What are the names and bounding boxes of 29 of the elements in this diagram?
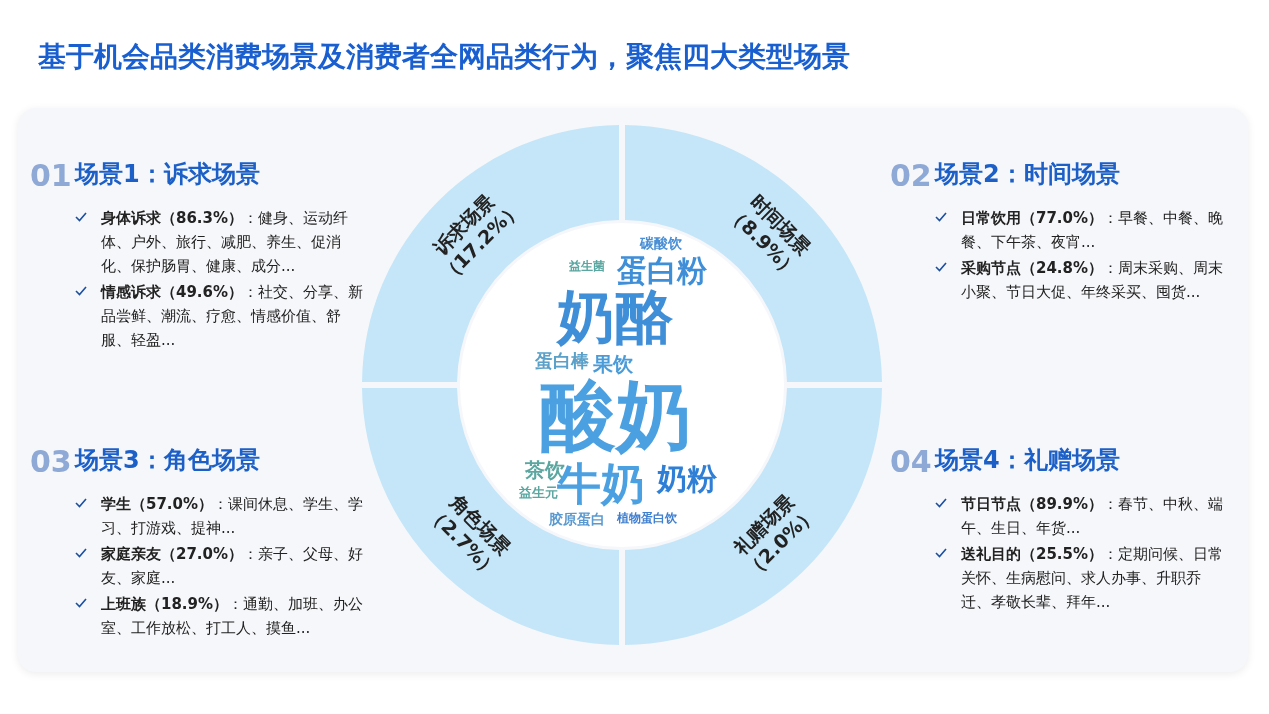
word-cloud-word: 奶酪 (557, 288, 673, 346)
word-cloud-word: 果饮 (593, 354, 633, 374)
bullet-text: 节日节点（89.9%）：春节、中秋、端午、生日、年货... (961, 494, 1225, 539)
bullet-text: 家庭亲友（27.0%）：亲子、父母、好友、家庭... (101, 544, 365, 589)
word-cloud-word: 胶原蛋白 (549, 512, 605, 526)
panel-heading: 场景1：诉求场景 (75, 159, 261, 190)
word-cloud-word: 碳酸饮 (640, 236, 682, 250)
panel-heading: 场景4：礼赠场景 (935, 445, 1121, 476)
bullet-text: 送礼目的（25.5%）：定期问候、日常关怀、生病慰问、求人办事、升职乔迁、孝敬长辈、拜年... (961, 544, 1225, 613)
word-cloud-word: 植物蛋白饮 (617, 512, 677, 524)
background-number: 02 (890, 161, 932, 191)
bullet-text: 身体诉求（86.3%）：健身、运动纤体、户外、旅行、减肥、养生、促消化、保护肠胃、健康、成分... (101, 208, 350, 277)
background-number: 04 (890, 447, 932, 477)
bullet-text: 上班族（18.9%）：通勤、加班、办公室、工作放松、打工人、摸鱼... (101, 594, 365, 639)
word-cloud-word: 奶粉 (657, 464, 717, 494)
word-cloud-word: 蛋白粉 (617, 256, 707, 286)
word-cloud-word: 益生元 (519, 486, 558, 499)
panel-heading: 场景2：时间场景 (935, 159, 1121, 190)
panel-heading: 场景3：角色场景 (75, 445, 261, 476)
word-cloud-word: 蛋白棒 (535, 352, 589, 370)
page-title: 基于机会品类消费场景及消费者全网品类行为，聚焦四大类型场景 (38, 39, 850, 75)
background-number: 01 (30, 161, 72, 191)
bullet-text: 采购节点（24.8%）：周末采购、周末小聚、节日大促、年终采买、囤货... (961, 258, 1225, 303)
word-cloud-word: 益生菌 (569, 260, 605, 272)
bullet-text: 情感诉求（49.6%）：社交、分享、新品尝鲜、潮流、疗愈、情感价值、舒服、轻盈... (101, 282, 365, 351)
bullet-text: 学生（57.0%）：课间休息、学生、学习、打游戏、提神... (101, 494, 365, 539)
word-cloud-word: 酸奶 (540, 378, 692, 454)
bullet-text: 日常饮用（77.0%）：早餐、中餐、晚餐、下午茶、夜宵... (961, 208, 1225, 253)
background-number: 03 (30, 447, 72, 477)
